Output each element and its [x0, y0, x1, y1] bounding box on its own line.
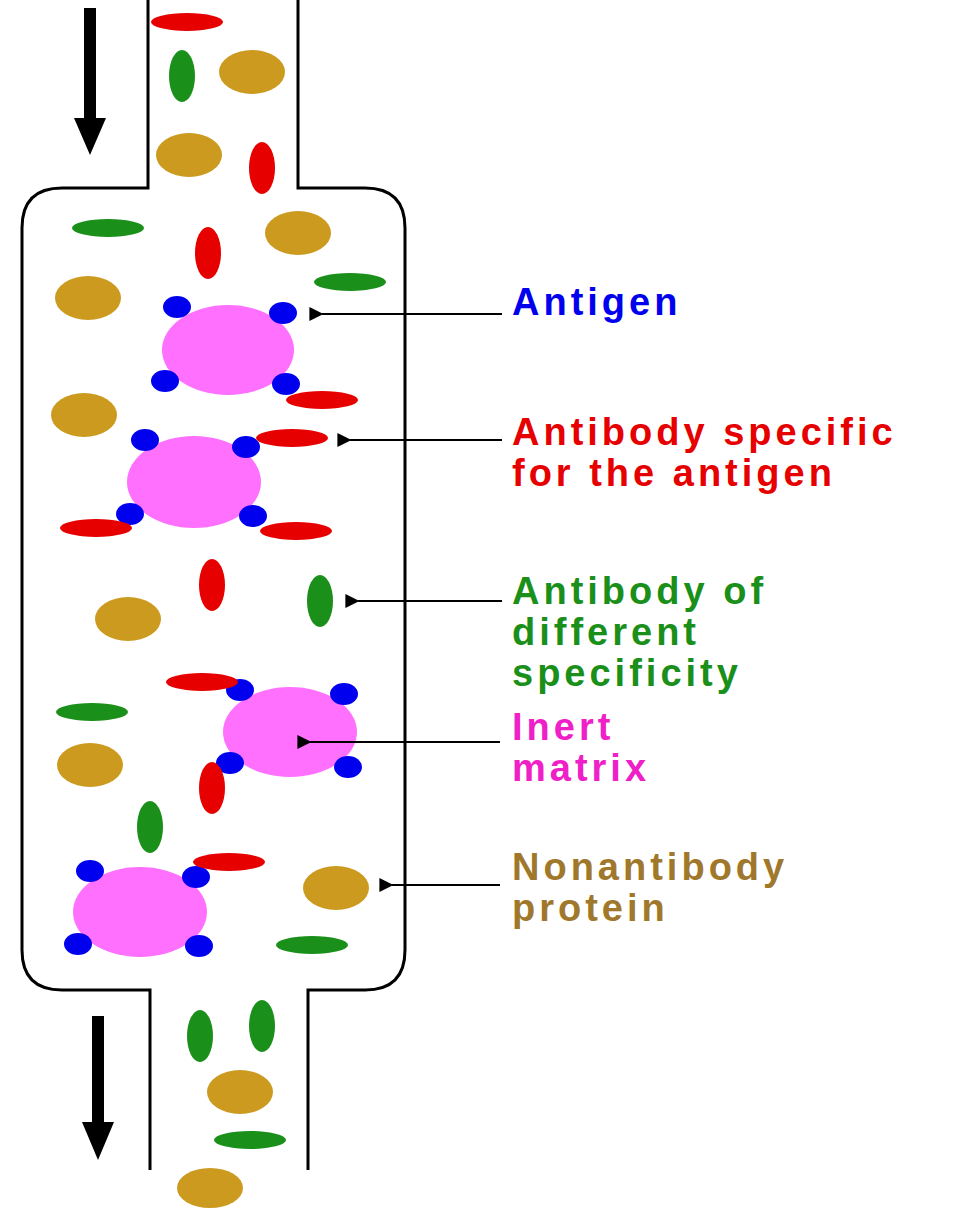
antibody: [187, 1010, 213, 1062]
antibody: [276, 936, 348, 954]
protein: [95, 597, 161, 641]
flow-arrow: [82, 1016, 114, 1160]
leader-line: [358, 600, 502, 602]
protein-label: Nonantibody protein: [512, 847, 842, 929]
antibody: [199, 559, 225, 611]
antibody-label: Antibody of different specificity: [512, 571, 912, 694]
antibody: [260, 522, 332, 540]
antigen-dot: [185, 935, 213, 957]
antibody: [195, 227, 221, 279]
protein: [156, 133, 222, 177]
antibody: [314, 273, 386, 291]
antigen-dot: [131, 429, 159, 451]
antibody: [256, 429, 328, 447]
antibody: [214, 1131, 286, 1149]
antibody: [60, 519, 132, 537]
leader-line: [392, 884, 500, 886]
leader-line: [310, 741, 500, 743]
protein: [303, 866, 369, 910]
antigen-dot: [163, 296, 191, 318]
antibody: [166, 673, 238, 691]
antibody: [286, 391, 358, 409]
antibody: [307, 575, 333, 627]
antigen-dot: [76, 860, 104, 882]
matrix-beads: [73, 305, 357, 957]
protein: [57, 743, 123, 787]
protein: [55, 276, 121, 320]
protein: [207, 1070, 273, 1114]
antibody: [151, 13, 223, 31]
column-wall: [298, 0, 405, 1170]
antibody-label: Antibody specific for the antigen: [512, 412, 952, 494]
antibody: [249, 142, 275, 194]
flow-arrow: [74, 8, 106, 155]
antigen-dot: [232, 436, 260, 458]
antigen-dot: [239, 505, 267, 527]
antigen-dot: [151, 370, 179, 392]
antigen-label: Antigen: [512, 282, 812, 323]
leader-line: [350, 439, 502, 441]
antibody: [169, 50, 195, 102]
nonantibody-proteins: [51, 50, 369, 1208]
antigens: [64, 296, 362, 957]
matrix-label: Inert matrix: [512, 707, 712, 789]
antigen-dot: [272, 373, 300, 395]
antigen-dot: [64, 933, 92, 955]
protein: [219, 50, 285, 94]
protein: [177, 1168, 243, 1208]
antigen-dot: [334, 756, 362, 778]
antibody: [72, 219, 144, 237]
antigen-dot: [269, 302, 297, 324]
antibody: [56, 703, 128, 721]
antigen-dot: [330, 683, 358, 705]
protein: [265, 211, 331, 255]
antibody: [137, 801, 163, 853]
column-wall: [22, 0, 150, 1170]
antibody: [199, 762, 225, 814]
protein: [51, 393, 117, 437]
antibody: [193, 853, 265, 871]
leader-line: [322, 313, 502, 315]
other-antibodies: [56, 50, 386, 1149]
antigen-dot: [182, 866, 210, 888]
antibody: [249, 1000, 275, 1052]
